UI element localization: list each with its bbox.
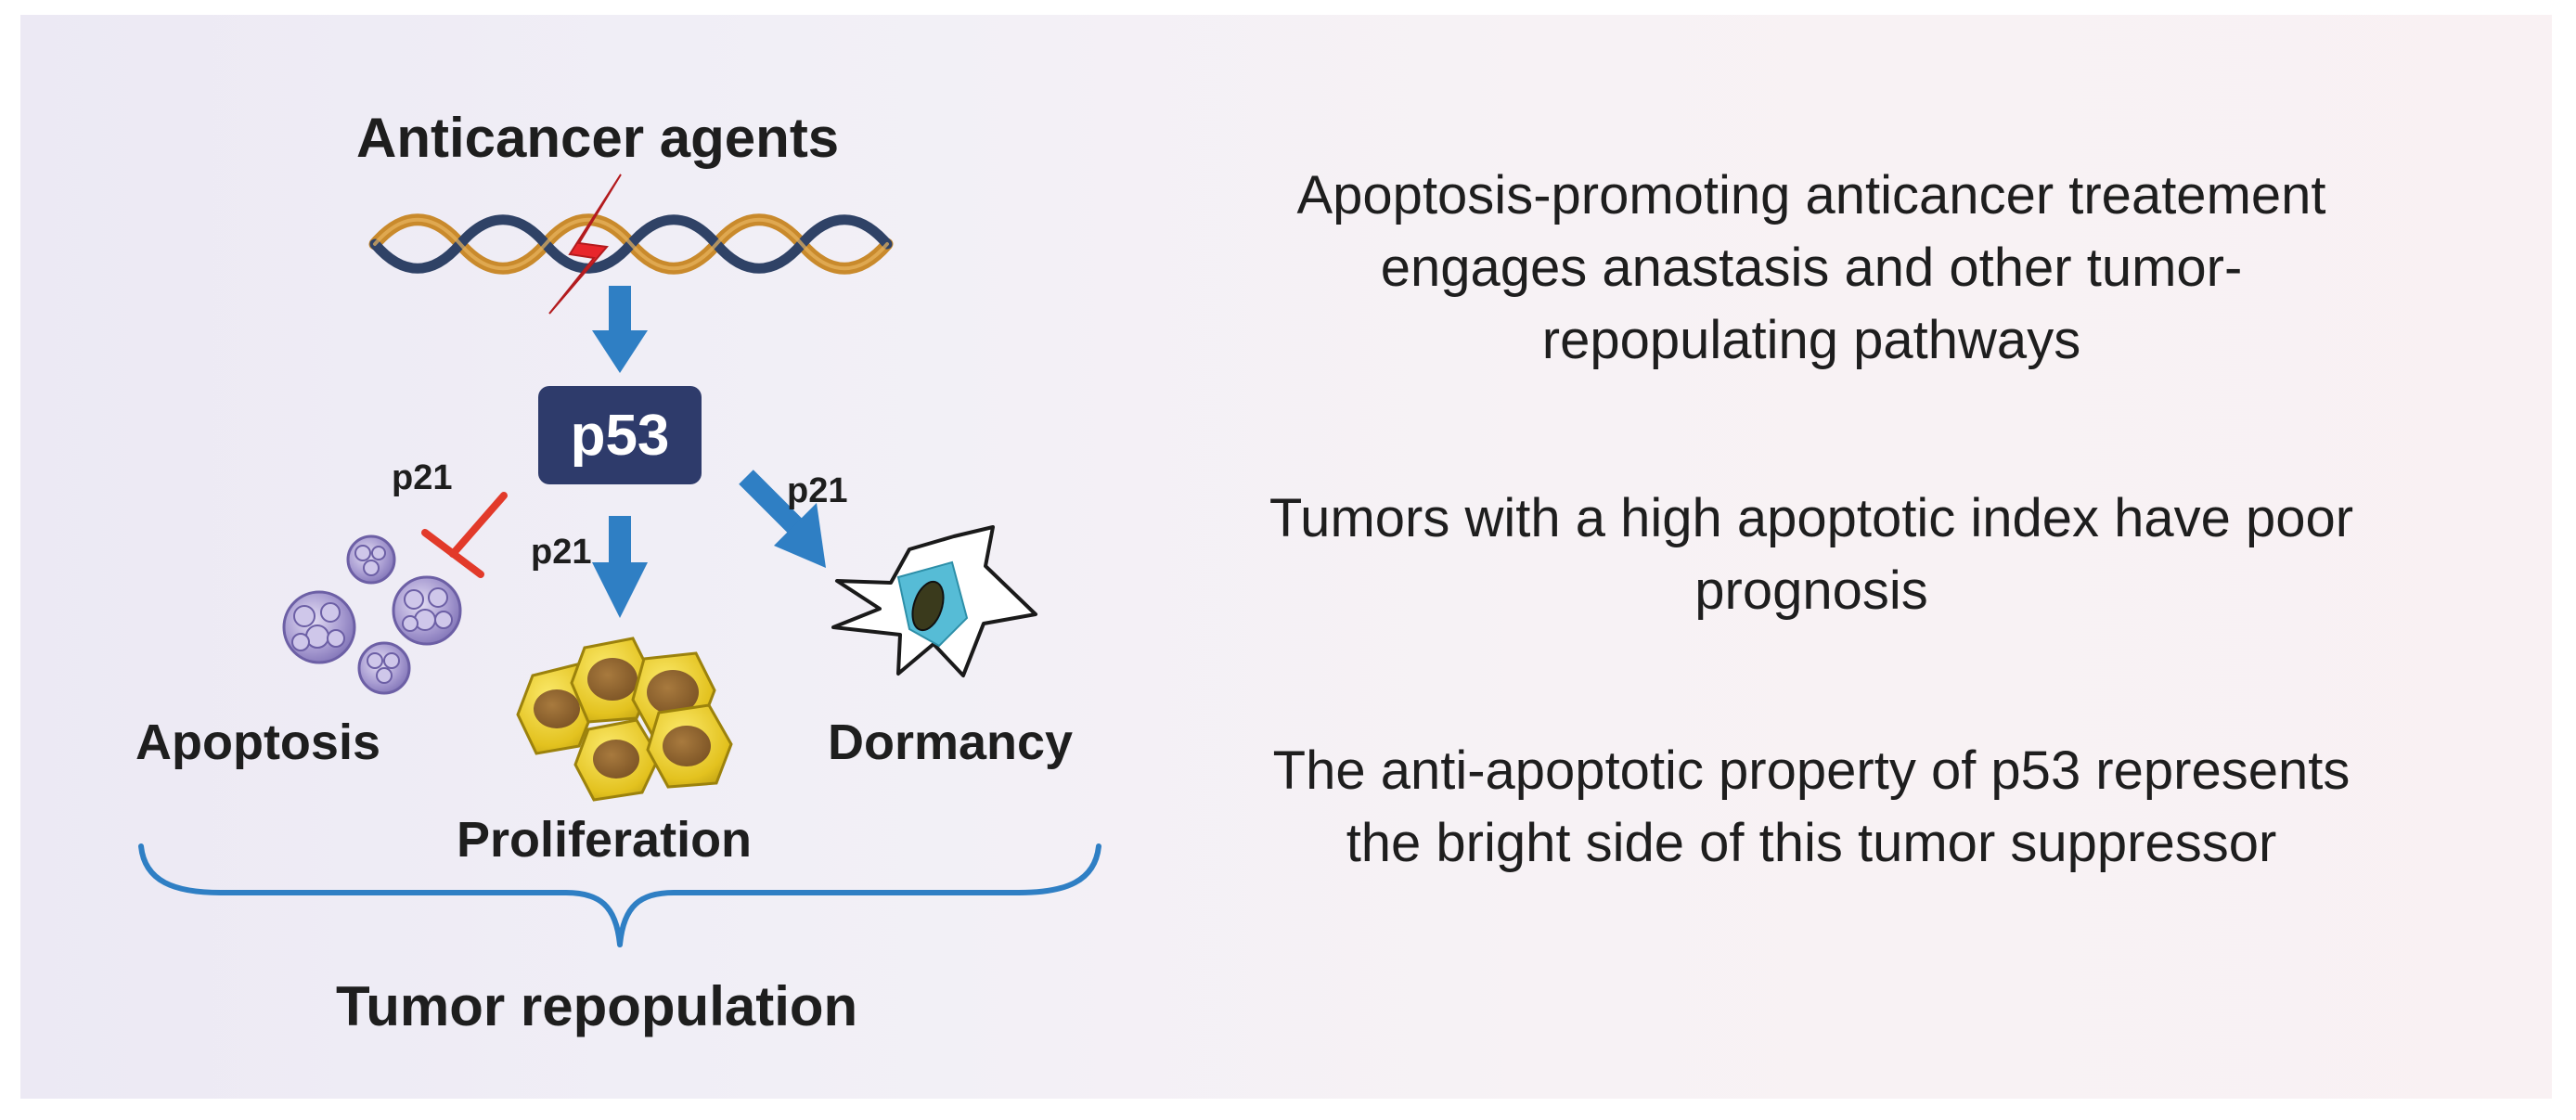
anticancer-agents-label: Anticancer agents	[356, 107, 840, 169]
dna-helix-icon	[368, 213, 894, 275]
apoptotic-cells-icon	[282, 534, 462, 695]
curly-brace-icon	[138, 843, 1101, 947]
arrow-down-icon	[592, 286, 648, 373]
figure-panel: Anticancer agents p53 p21 p21 p21 Apopto…	[20, 15, 2552, 1099]
proliferating-cells-icon	[516, 637, 733, 802]
apoptosis-label: Apoptosis	[135, 714, 380, 770]
lightning-bolt-icon	[548, 174, 622, 315]
p21-label-proliferation: p21	[531, 533, 592, 572]
statement-apoptotic-index: Tumors with a high apoptotic index have …	[1269, 488, 2354, 621]
dormancy-label: Dormancy	[828, 714, 1074, 770]
arrow-down-icon	[592, 516, 648, 618]
diagram-artwork	[138, 174, 1101, 947]
p53-node: p53	[538, 386, 702, 484]
statement-apoptosis-treatment: Apoptosis-promoting anticancer treatemen…	[1296, 165, 2326, 370]
inhibition-bar-icon	[421, 492, 508, 578]
p53-pathway-diagram: Anticancer agents p53 p21 p21 p21 Apopto…	[20, 15, 1208, 1099]
tumor-repopulation-label: Tumor repopulation	[336, 975, 858, 1037]
arrow-diagonal-icon	[739, 470, 826, 568]
p21-label-dormancy: p21	[787, 471, 848, 510]
dormant-cell-icon	[831, 525, 1037, 677]
p21-label-apoptosis: p21	[392, 458, 453, 497]
statement-p53-bright-side: The anti-apoptotic property of p53 repre…	[1272, 740, 2351, 873]
proliferation-label: Proliferation	[457, 812, 753, 868]
